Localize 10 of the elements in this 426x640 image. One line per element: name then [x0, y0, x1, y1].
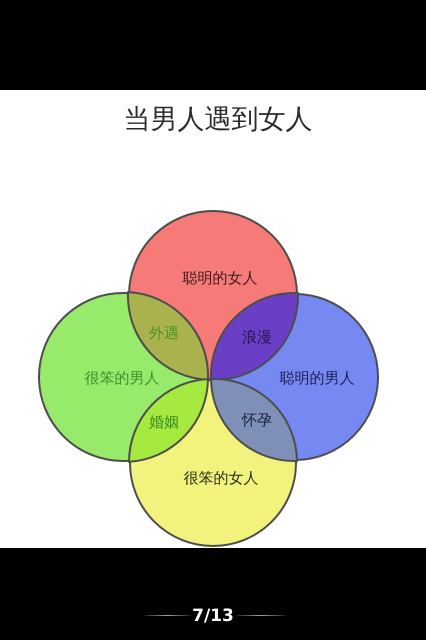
overlap-label: 怀孕	[242, 411, 272, 429]
circle-label: 聪明的女人	[182, 269, 258, 287]
circle-label: 很笨的女人	[184, 469, 258, 487]
diagram-title: 当男人遇到女人	[124, 104, 312, 136]
overlap-label: 婚姻	[149, 413, 179, 431]
circle-label: 很笨的男人	[84, 369, 160, 387]
page-indicator: 7/13	[192, 606, 234, 626]
overlap-label: 外遇	[149, 324, 179, 342]
circle-label: 聪明的男人	[280, 369, 354, 387]
overlap-label: 浪漫	[242, 328, 272, 346]
